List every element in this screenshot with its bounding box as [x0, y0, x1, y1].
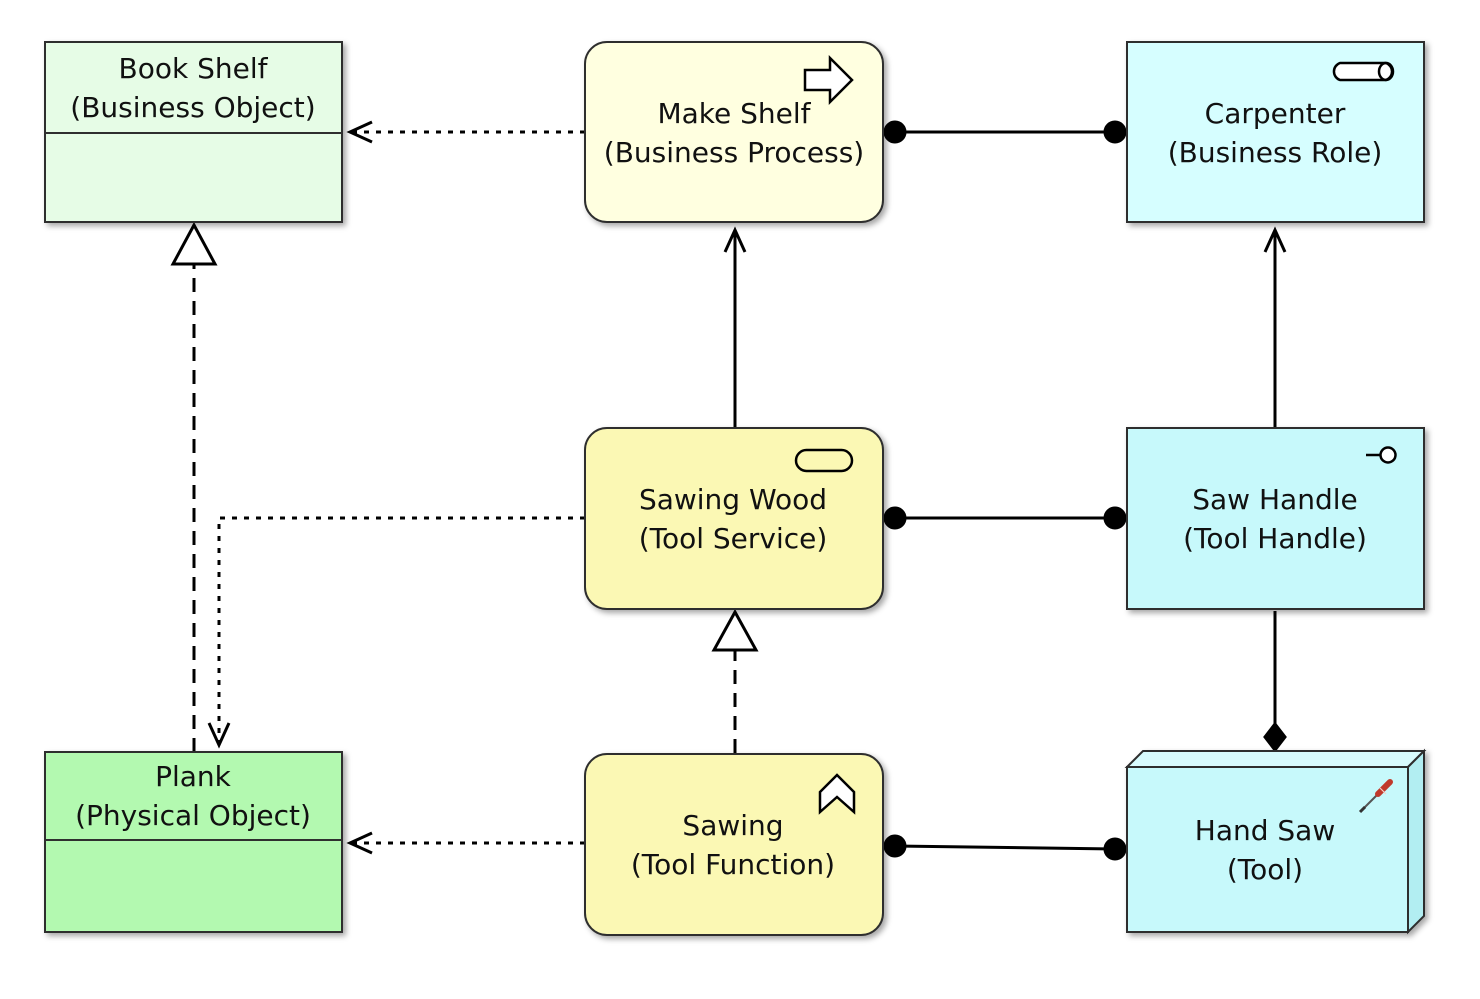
node-hand-saw[interactable]: Hand Saw (Tool) [1124, 748, 1427, 935]
make-shelf-type: (Business Process) [604, 136, 864, 169]
assignment-connector-make-shelf-carpenter[interactable] [883, 120, 1127, 144]
node-make-shelf[interactable]: Make Shelf (Business Process) [584, 41, 884, 223]
serving-connector-sawing-wood-make-shelf[interactable] [723, 226, 747, 428]
saw-handle-type: (Tool Handle) [1183, 522, 1367, 555]
sawing-wood-title: Sawing Wood [639, 483, 827, 516]
assignment-connector-sawing-hand-saw[interactable] [883, 834, 1127, 861]
node-sawing[interactable]: Sawing (Tool Function) [584, 753, 884, 936]
saw-handle-title: Saw Handle [1192, 483, 1357, 516]
screwdriver-icon [1358, 779, 1393, 814]
sawing-title: Sawing [682, 809, 783, 842]
hand-saw-type: (Tool) [1227, 853, 1303, 886]
plank-title: Plank [155, 760, 232, 793]
sawing-box [584, 753, 884, 936]
access-connector-sawing-plank[interactable] [346, 831, 585, 855]
composition-connector-hand-saw-saw-handle[interactable] [1263, 611, 1287, 753]
role-cylinder-icon [1332, 61, 1395, 82]
node-saw-handle[interactable]: Saw Handle (Tool Handle) [1126, 427, 1425, 610]
node-sawing-wood[interactable]: Sawing Wood (Tool Service) [584, 427, 884, 610]
serving-connector-saw-handle-carpenter[interactable] [1263, 226, 1287, 428]
realization-connector-sawing-sawing-wood[interactable] [711, 608, 759, 753]
book-shelf-title: Book Shelf [119, 52, 269, 85]
sawing-type: (Tool Function) [631, 848, 835, 881]
plank-box [44, 751, 343, 933]
node-carpenter[interactable]: Carpenter (Business Role) [1126, 41, 1425, 223]
saw-handle-box [1126, 427, 1425, 610]
assignment-connector-sawing-wood-saw-handle[interactable] [883, 506, 1127, 530]
node-plank[interactable]: Plank (Physical Object) [44, 751, 343, 933]
plank-type: (Physical Object) [75, 799, 311, 832]
access-connector-sawing-wood-plank[interactable] [207, 516, 585, 749]
function-chevron-icon [818, 773, 856, 815]
hand-saw-box [1124, 748, 1427, 935]
access-connector-make-shelf-book-shelf[interactable] [346, 120, 585, 144]
make-shelf-title: Make Shelf [657, 97, 811, 130]
hand-saw-title: Hand Saw [1195, 814, 1335, 847]
connectors [170, 120, 1287, 861]
service-pill-icon [794, 448, 854, 473]
process-arrow-icon [803, 54, 854, 106]
carpenter-type: (Business Role) [1168, 136, 1383, 169]
carpenter-title: Carpenter [1205, 97, 1346, 130]
book-shelf-type: (Business Object) [70, 91, 315, 124]
node-book-shelf[interactable]: Book Shelf (Business Object) [44, 41, 343, 223]
interface-lollipop-icon [1366, 446, 1397, 464]
realization-connector-plank-book-shelf[interactable] [170, 221, 218, 752]
sawing-wood-box [584, 427, 884, 610]
sawing-wood-type: (Tool Service) [639, 522, 828, 555]
